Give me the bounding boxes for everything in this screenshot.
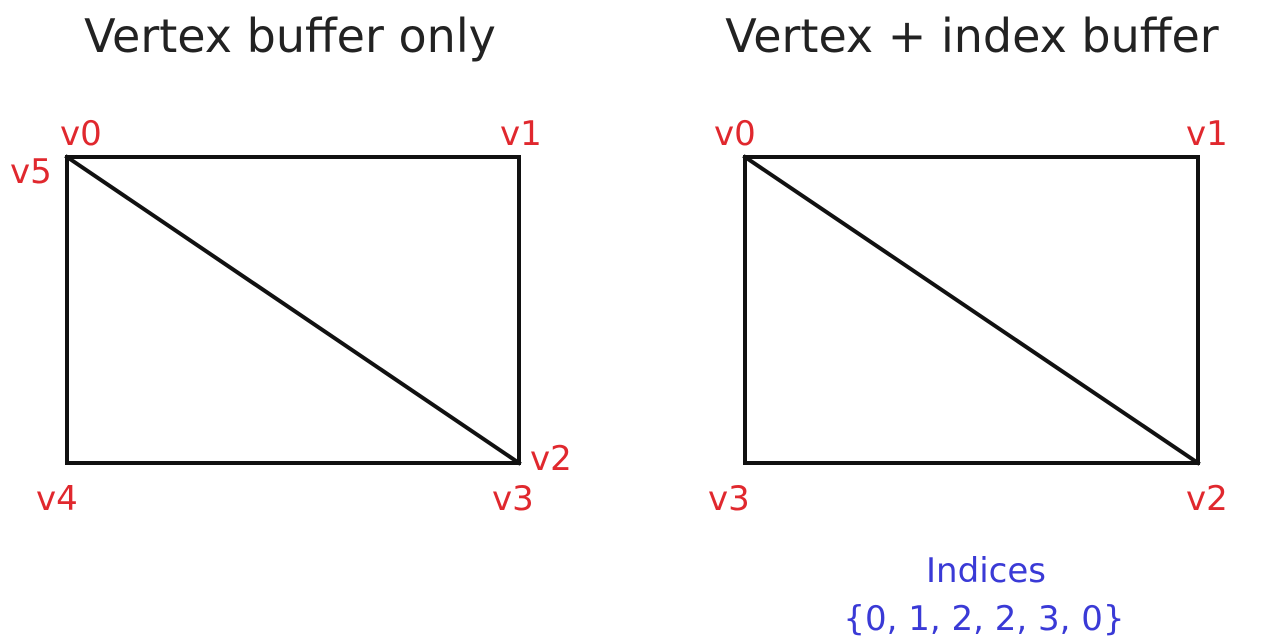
vertex-label-v0-left: v0 [60, 114, 102, 154]
panel-vertex-index-buffer: Vertex + index buffer v0 v1 v2 v3 Indice… [708, 9, 1228, 639]
vertex-label-v4-left: v4 [36, 479, 78, 519]
vertex-label-v3-left: v3 [492, 479, 534, 519]
vertex-label-v3-right: v3 [708, 479, 750, 519]
panel-vertex-buffer-only: Vertex buffer only v0 v1 v2 v3 v4 v5 [10, 9, 572, 519]
indices-values: {0, 1, 2, 2, 3, 0} [843, 599, 1124, 639]
vertex-label-v2-left: v2 [530, 439, 572, 479]
vertex-label-v5-left: v5 [10, 152, 52, 192]
quad-outline-right [743, 155, 1200, 465]
vertex-label-v2-right: v2 [1186, 479, 1228, 519]
vertex-label-v0-right: v0 [714, 114, 756, 154]
panel-title-right: Vertex + index buffer [725, 9, 1218, 63]
vertex-label-v1-right: v1 [1186, 114, 1228, 154]
vertex-label-v1-left: v1 [500, 114, 542, 154]
quad-diagonal-left [64, 154, 522, 466]
panel-title-left: Vertex buffer only [84, 9, 496, 63]
quad-outline-left [65, 155, 521, 465]
indices-label: Indices [926, 551, 1046, 591]
quad-diagonal-right [742, 154, 1201, 466]
